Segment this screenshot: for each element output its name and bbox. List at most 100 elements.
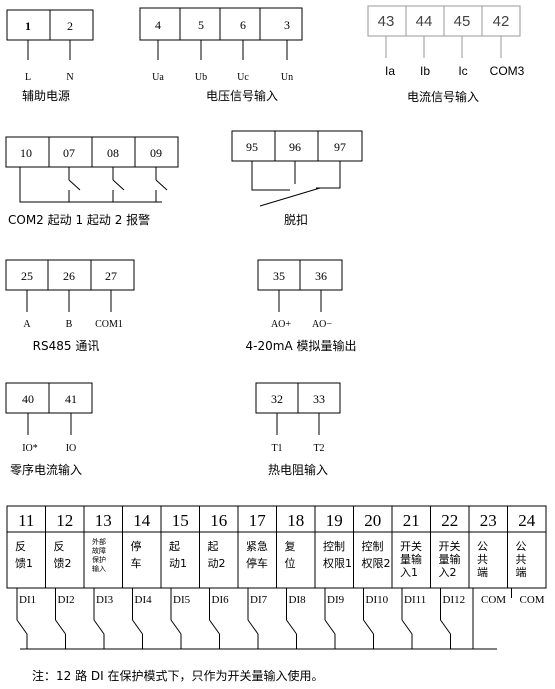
di-input-label: DI8 [289,594,307,606]
di-switch [209,619,220,635]
terminal-number: 95 [246,140,258,154]
terminal-number: 33 [313,392,325,406]
terminal-box [231,130,363,162]
signal-label: COM3 [490,64,525,78]
di-terminal-description: 馈1 [15,557,33,570]
di-terminal-description: 共 [516,553,527,566]
terminal-box [139,7,303,41]
di-terminal-description: 位 [285,556,296,570]
group-caption: 零序电流输入 [10,462,82,477]
signal-label: Ub [195,72,207,83]
terminal-number: 42 [493,13,510,30]
di-input-label: DI7 [250,594,268,606]
signal-label: Un [281,72,293,83]
di-common-bus [16,588,512,650]
di-input-label: DI6 [212,594,230,606]
terminal-number: 25 [21,269,33,283]
di-terminal-description: 开关 [439,539,461,553]
di-input-label: DI12 [443,594,466,606]
di-terminal-number: 16 [210,511,227,530]
zero-seq-group: 40 41 IO* IO 零序电流输入 [5,382,93,477]
di-terminal-description: 公 [477,540,488,553]
di-switch [440,619,451,635]
signal-label: Ua [152,72,164,83]
signal-label: AO− [312,319,332,330]
terminal-number: 36 [315,269,327,283]
di-terminal-number: 20 [364,511,381,530]
signal-label: IO [66,443,77,454]
di-terminal-number: 23 [480,511,497,530]
terminal-number: 27 [105,269,117,283]
signal-label: COM1 [95,319,123,330]
rs485-group: 25 26 27 A B COM1 RS485 通讯 [5,259,135,353]
thermal-group: 32 33 T1 T2 热电阻输入 [255,382,341,477]
di-terminal-number: 21 [403,511,420,530]
di-terminal-description: 起 [169,540,180,553]
group-caption: 4-20mA 模拟量输出 [246,338,357,353]
group-caption: 辅助电源 [22,89,70,103]
terminal-number: 96 [289,140,301,154]
di-input-label: DI5 [173,594,191,606]
signal-label: Ib [420,64,430,78]
terminal-number: 32 [271,392,283,406]
di-terminal-number: 14 [133,511,151,530]
di-terminal-description: 保护 [92,555,106,564]
di-switch [16,619,28,635]
terminal-number: 40 [22,392,34,406]
group-caption: RS485 通讯 [33,339,100,353]
di-terminal-description: 外部 [92,537,106,546]
terminal-box [5,259,135,291]
di-terminal-number: 18 [287,511,304,530]
di-input-label: DI10 [366,594,389,606]
signal-label: IO* [22,443,38,454]
di-terminal-description: 紧急 [246,539,268,553]
terminal-number: 41 [65,392,77,406]
signal-label: AO+ [271,319,291,330]
di-input-label: COM [481,594,506,606]
relay-group: 10 07 08 09 COM2 起动 1 起动 2 报警 [5,136,179,227]
di-terminal-description: 故障 [92,546,106,555]
di-terminal-number: 15 [172,511,189,530]
terminal-number: 97 [334,140,346,154]
group-caption: 电流信号输入 [407,89,479,104]
signal-label: N [66,72,73,83]
di-terminal-number: 17 [249,511,267,530]
voltage-group: 4 5 6 3 Ua Ub Uc Un 电压信号输入 [139,7,303,103]
terminal-number: 09 [150,146,162,160]
di-terminal-number: 11 [18,511,34,530]
di-terminal-number: 19 [326,511,343,530]
di-terminal-description: 权限2 [362,557,391,570]
signal-label: A [23,319,31,330]
terminal-number: 26 [63,269,75,283]
di-terminal-description: 停车 [246,556,268,570]
di-switch [401,619,413,635]
group-caption: 热电阻输入 [268,462,328,477]
terminal-number: 3 [284,18,290,32]
di-input-label: COM [520,594,545,606]
di-terminal-description: 输入 [92,564,106,573]
di-terminal-description: 权限1 [323,557,352,570]
terminal-number: 08 [107,146,119,160]
di-terminal-description: 控制 [323,539,345,553]
di-terminal-description: 共 [477,553,488,566]
di-terminal-description: 起 [208,540,219,553]
terminal-number: 4 [155,18,161,32]
di-switch [324,619,336,635]
di-switch [170,619,182,635]
di-terminal-description: 入1 [400,566,418,579]
di-switch [55,619,66,635]
terminal-number: 5 [198,18,204,32]
terminal-number: 07 [63,146,75,160]
di-terminal-number: 24 [518,511,536,530]
di-terminal-description: 车 [131,556,142,570]
signal-label: T1 [271,443,282,454]
di-terminal-description: 控制 [362,539,384,553]
di-terminal-description: 端 [477,566,488,579]
group-caption: 脱扣 [284,212,308,227]
di-terminal-description: 量输 [400,552,422,566]
di-input-label: DI4 [135,594,153,606]
terminal-number: 10 [20,146,32,160]
di-terminal-description: 动2 [208,557,226,570]
di-input-label: DI3 [96,594,114,606]
